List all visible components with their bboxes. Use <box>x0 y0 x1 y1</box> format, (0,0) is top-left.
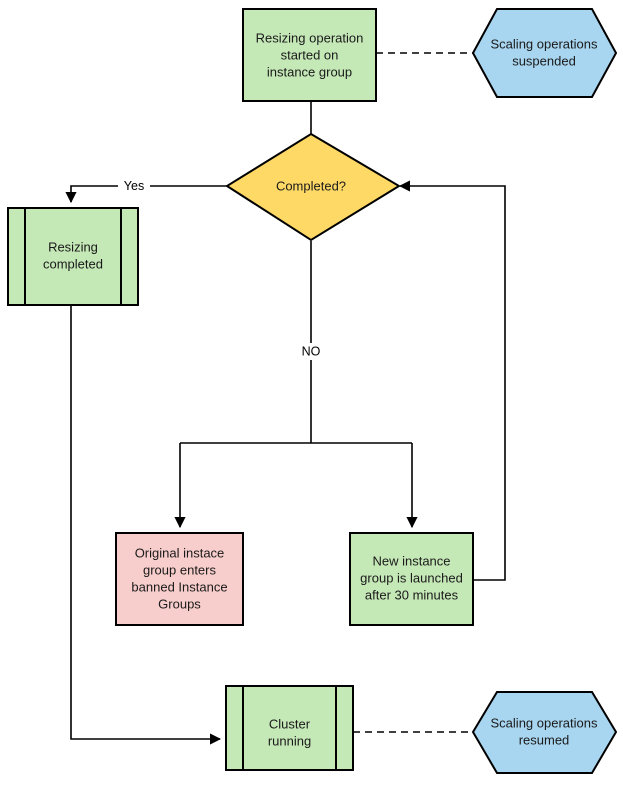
edge-new-group-to-decision <box>398 180 506 581</box>
node-cluster-running-shape[interactable] <box>225 685 354 771</box>
node-resizing-started[interactable]: Resizing operation started on instance g… <box>242 8 377 102</box>
node-scaling-resumed-shape[interactable] <box>471 691 618 774</box>
node-scaling-resumed-line-2: resumed <box>519 732 570 747</box>
node-resizing-completed-line-1: Resizing <box>48 239 98 254</box>
node-new-group-launched[interactable]: New instance group is launched after 30 … <box>349 532 474 626</box>
node-new-group-launched-shape[interactable] <box>349 532 474 626</box>
node-resizing-completed-line-2: completed <box>43 256 103 271</box>
node-resizing-completed-shape[interactable] <box>7 207 139 306</box>
node-original-group-banned-line-2: group enters <box>143 562 216 577</box>
node-completed-decision-shape[interactable] <box>225 132 401 242</box>
edge-decision-yes <box>65 185 228 204</box>
node-resizing-completed[interactable]: Resizing completed <box>7 207 139 306</box>
node-cluster-running[interactable]: Cluster running <box>225 685 354 771</box>
node-cluster-running-line-2: running <box>268 733 311 748</box>
node-resizing-started-line-3: instance group <box>267 64 352 79</box>
edge-label-yes: Yes <box>118 177 150 194</box>
node-new-group-launched-line-2: group is launched <box>360 570 463 585</box>
svg-text:NO: NO <box>302 344 321 358</box>
node-completed-decision[interactable]: Completed? <box>225 132 401 242</box>
svg-text:Yes: Yes <box>124 179 144 193</box>
node-original-group-banned-line-3: banned Instance <box>131 579 227 594</box>
node-scaling-suspended[interactable]: Scaling operations suspended <box>471 8 618 98</box>
node-completed-decision-label: Completed? <box>276 178 346 193</box>
node-scaling-suspended-line-1: Scaling operations <box>491 36 598 51</box>
node-resizing-started-line-1: Resizing operation <box>256 30 364 45</box>
node-new-group-launched-line-1: New instance <box>372 553 450 568</box>
node-scaling-resumed[interactable]: Scaling operations resumed <box>471 691 618 774</box>
node-scaling-suspended-line-2: suspended <box>512 53 576 68</box>
node-cluster-running-line-1: Cluster <box>269 716 311 731</box>
node-scaling-resumed-line-1: Scaling operations <box>491 715 598 730</box>
node-original-group-banned-shape[interactable] <box>115 532 244 626</box>
node-original-group-banned-line-1: Original instace <box>135 545 225 560</box>
node-scaling-suspended-shape[interactable] <box>471 8 618 98</box>
edge-resizing-completed-to-cluster <box>70 306 222 745</box>
node-original-group-banned-line-4: Groups <box>158 596 201 611</box>
edge-label-no: NO <box>294 343 328 360</box>
node-new-group-launched-line-3: after 30 minutes <box>365 587 459 602</box>
node-resizing-started-shape[interactable] <box>242 8 377 102</box>
node-resizing-started-line-2: started on <box>281 47 339 62</box>
node-original-group-banned[interactable]: Original instace group enters banned Ins… <box>115 532 244 626</box>
